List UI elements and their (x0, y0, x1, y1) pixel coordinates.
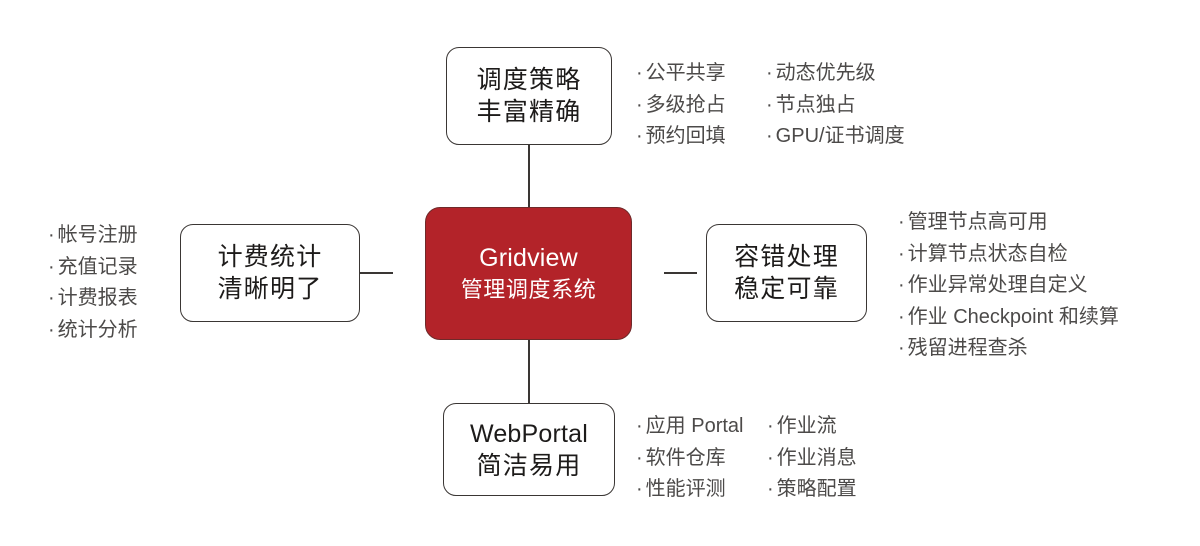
connector-center-to-left (360, 272, 393, 274)
scheduling-policy-line-2: 丰富精确 (476, 98, 582, 126)
bullet-item: 作业异常处理自定义 (898, 270, 1119, 302)
connector-center-to-top (528, 145, 530, 207)
bullet-item: 预约回填 (636, 121, 766, 153)
bullet-item: 动态优先级 (766, 58, 905, 90)
billing-statistics-bullets-col-1: 帐号注册 充值记录 计费报表 统计分析 (48, 220, 138, 346)
connector-center-to-right (664, 272, 697, 274)
bullet-item: 统计分析 (48, 315, 138, 347)
bullet-item: 多级抢占 (636, 90, 766, 122)
scheduling-policy-node[interactable]: 调度策略 丰富精确 (446, 47, 612, 145)
center-node-title: Gridview (479, 244, 578, 273)
fault-tolerance-bullets: 管理节点高可用 计算节点状态自检 作业异常处理自定义 作业 Checkpoint… (898, 207, 1119, 365)
bullet-item: 公平共享 (636, 58, 766, 90)
scheduling-policy-bullets: 公平共享 多级抢占 预约回填 动态优先级 节点独占 GPU/证书调度 (636, 58, 905, 153)
bullet-item: 作业消息 (767, 443, 857, 475)
connector-center-to-bottom (528, 340, 530, 403)
gridview-center-node[interactable]: Gridview 管理调度系统 (425, 207, 632, 340)
fault-tolerance-line-1: 容错处理 (734, 243, 839, 271)
scheduling-policy-bullets-col-2: 动态优先级 节点独占 GPU/证书调度 (766, 58, 905, 153)
bullet-item: 策略配置 (767, 474, 857, 506)
bullet-item: 应用 Portal (636, 411, 767, 443)
webportal-line-2: 简洁易用 (476, 451, 582, 480)
bullet-item: 充值记录 (48, 252, 138, 284)
bullet-item: 管理节点高可用 (898, 207, 1119, 239)
billing-statistics-line-1: 计费统计 (217, 243, 323, 271)
bullet-item: 性能评测 (636, 474, 767, 506)
scheduling-policy-line-1: 调度策略 (476, 66, 582, 94)
center-node-subtitle: 管理调度系统 (460, 277, 597, 303)
webportal-bullets: 应用 Portal 软件仓库 性能评测 作业流 作业消息 策略配置 (636, 411, 857, 506)
bullet-item: 作业流 (767, 411, 857, 443)
bullet-item: GPU/证书调度 (766, 121, 905, 153)
bullet-item: 节点独占 (766, 90, 905, 122)
bullet-item: 软件仓库 (636, 443, 767, 475)
bullet-item: 帐号注册 (48, 220, 138, 252)
bullet-item: 计费报表 (48, 283, 138, 315)
webportal-bullets-col-2: 作业流 作业消息 策略配置 (767, 411, 857, 506)
bullet-item: 残留进程查杀 (898, 333, 1119, 365)
billing-statistics-line-2: 清晰明了 (217, 275, 323, 303)
bullet-item: 作业 Checkpoint 和续算 (898, 302, 1119, 334)
fault-tolerance-node[interactable]: 容错处理 稳定可靠 (706, 224, 867, 322)
webportal-bullets-col-1: 应用 Portal 软件仓库 性能评测 (636, 411, 767, 506)
webportal-line-1: WebPortal (469, 419, 589, 448)
scheduling-policy-bullets-col-1: 公平共享 多级抢占 预约回填 (636, 58, 766, 153)
fault-tolerance-line-2: 稳定可靠 (734, 275, 839, 303)
webportal-node[interactable]: WebPortal 简洁易用 (443, 403, 615, 496)
billing-statistics-bullets: 帐号注册 充值记录 计费报表 统计分析 (48, 220, 138, 346)
bullet-item: 计算节点状态自检 (898, 239, 1119, 271)
billing-statistics-node[interactable]: 计费统计 清晰明了 (180, 224, 360, 322)
fault-tolerance-bullets-col-1: 管理节点高可用 计算节点状态自检 作业异常处理自定义 作业 Checkpoint… (898, 207, 1119, 365)
